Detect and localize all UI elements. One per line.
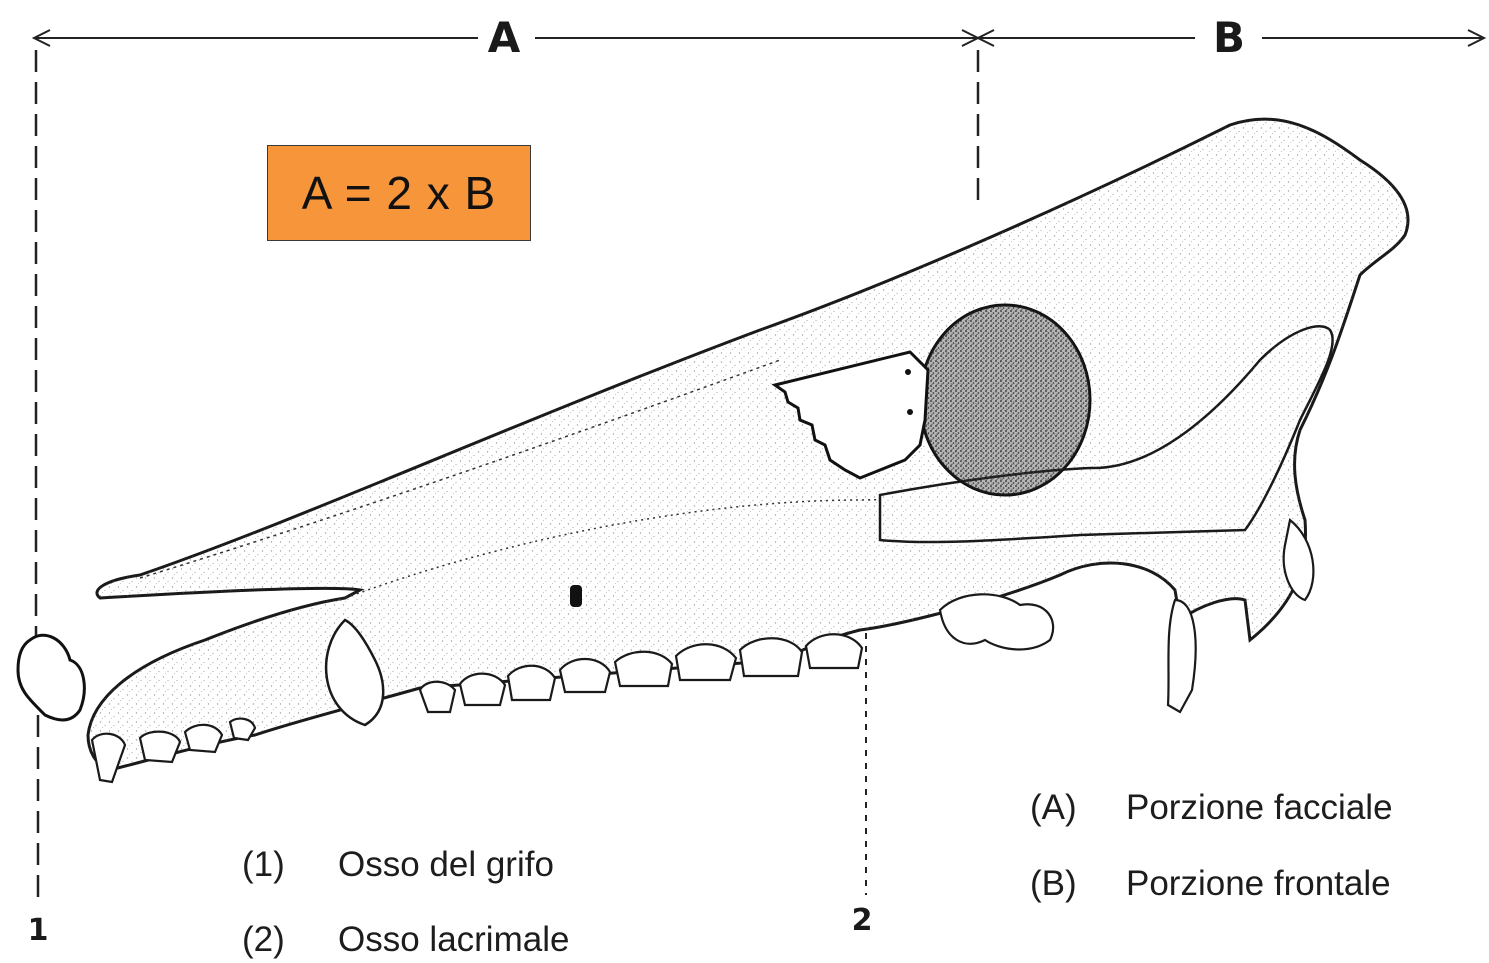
legend-text: Osso del grifo xyxy=(338,845,554,884)
legend-key: (1) xyxy=(242,845,338,885)
tympanic-bulla xyxy=(940,594,1053,649)
legend-key: (A) xyxy=(1030,788,1126,828)
legend-item-1: (1)Osso del grifo xyxy=(242,845,554,885)
legend-key: (2) xyxy=(242,920,338,960)
legend-item-b: (B)Porzione frontale xyxy=(1030,864,1391,904)
orbit-rim xyxy=(920,305,1090,495)
ratio-box: A = 2 x B xyxy=(267,145,531,241)
dimension-label-b: B xyxy=(1213,13,1245,62)
point-marker-2: 2 xyxy=(852,903,873,938)
point-marker-1: 1 xyxy=(28,913,49,948)
legend-text: Osso lacrimale xyxy=(338,920,569,959)
dimension-label-a: A xyxy=(488,13,521,62)
legend-text: Porzione facciale xyxy=(1126,788,1393,827)
legend-item-2: (2)Osso lacrimale xyxy=(242,920,569,960)
lacrimal-foramen xyxy=(907,409,913,415)
legend-item-a: (A)Porzione facciale xyxy=(1030,788,1393,828)
lacrimal-foramen xyxy=(905,369,911,375)
legend-text: Porzione frontale xyxy=(1126,864,1391,903)
rostral-bone xyxy=(18,635,84,720)
legend-key: (B) xyxy=(1030,864,1126,904)
paroccipital-process xyxy=(1168,600,1196,712)
infraorbital-foramen xyxy=(570,585,582,607)
